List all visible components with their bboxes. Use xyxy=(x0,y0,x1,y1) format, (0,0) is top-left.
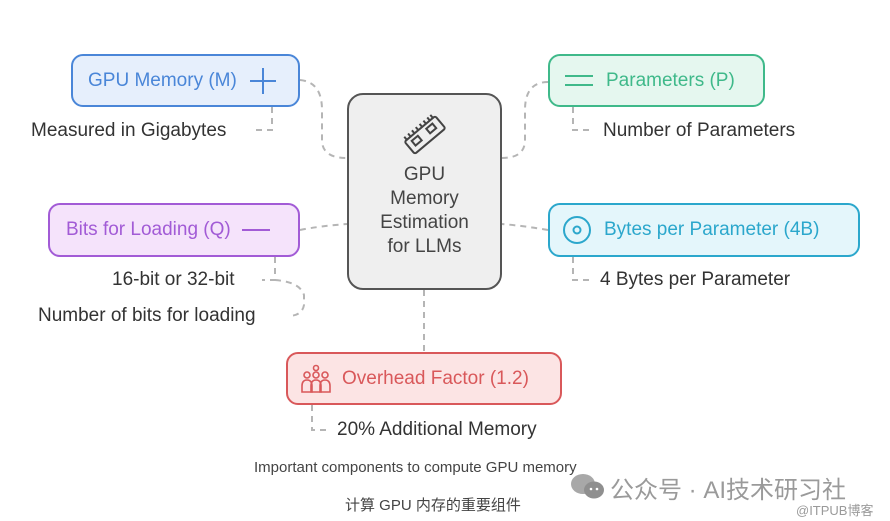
watermark-sub: @ITPUB博客 xyxy=(796,503,874,518)
gpu-memory-description: Measured in Gigabytes xyxy=(31,120,227,141)
caption-chinese: 计算 GPU 内存的重要组件 xyxy=(345,497,521,514)
wechat-icon xyxy=(570,473,606,501)
bits-description-1: 16-bit or 32-bit xyxy=(112,269,235,290)
equals-lines-icon xyxy=(564,73,594,89)
minus-icon xyxy=(241,225,271,235)
center-title-line: GPU xyxy=(403,164,446,185)
parameters-description: Number of Parameters xyxy=(603,120,796,141)
node-overhead-label: Overhead Factor (1.2) xyxy=(342,367,529,389)
node-gpu-memory: GPU Memory (M) xyxy=(71,54,300,107)
connector-gpu-memory-desc xyxy=(252,107,273,131)
node-parameters-label: Parameters (P) xyxy=(606,69,735,91)
target-circle-icon xyxy=(562,215,592,245)
node-parameters: Parameters (P) xyxy=(548,54,765,107)
bits-description-2: Number of bits for loading xyxy=(38,305,256,326)
node-bytes-per-parameter: Bytes per Parameter (4B) xyxy=(548,203,860,257)
connector-bytes-desc xyxy=(572,257,590,281)
center-title-line: Memory xyxy=(390,188,459,209)
connector-bytes xyxy=(501,223,549,231)
connector-parameters-desc xyxy=(572,107,593,131)
connector-bits-desc xyxy=(262,257,276,281)
center-node: GPU Memory Estimation for LLMs xyxy=(347,93,502,290)
people-group-icon xyxy=(300,364,332,394)
bytes-description: 4 Bytes per Parameter xyxy=(600,269,791,290)
connector-parameters xyxy=(501,81,549,159)
node-bits-for-loading: Bits for Loading (Q) xyxy=(48,203,300,257)
node-bytes-label: Bytes per Parameter (4B) xyxy=(604,219,820,240)
watermark-main: 公众号 · AI技术研习社 xyxy=(610,477,847,504)
node-overhead-factor: Overhead Factor (1.2) xyxy=(286,352,562,405)
connector-bits xyxy=(299,223,348,231)
node-gpu-memory-label: GPU Memory (M) xyxy=(88,69,237,91)
overhead-description: 20% Additional Memory xyxy=(337,419,537,440)
connector-gpu-memory xyxy=(299,79,348,159)
plus-icon xyxy=(249,67,277,95)
node-bits-label: Bits for Loading (Q) xyxy=(66,219,231,240)
connector-bits-desc2 xyxy=(274,279,305,317)
center-title-line: for LLMs xyxy=(387,236,462,257)
center-title-line: Estimation xyxy=(380,212,469,233)
connector-overhead-desc xyxy=(311,405,330,431)
caption-english: Important components to compute GPU memo… xyxy=(254,459,577,476)
memory-module-icon xyxy=(400,113,450,157)
